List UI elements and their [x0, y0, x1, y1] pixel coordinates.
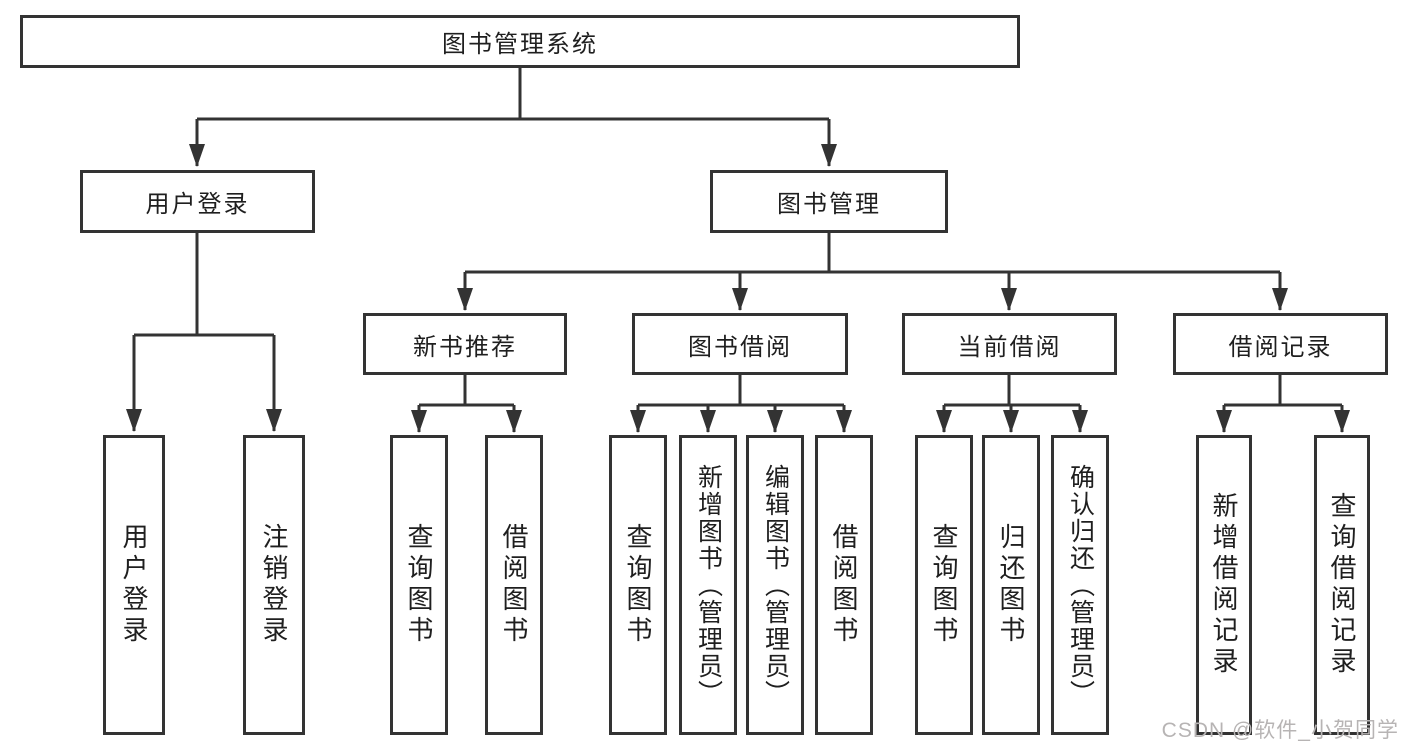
node-label: 新书推荐 [413, 333, 517, 361]
node-current-borrowing: 当前借阅 [902, 313, 1117, 375]
node-label: 用户登录 [145, 191, 250, 218]
node-label: 查询图书 [404, 523, 434, 647]
node-bb-borrow-books: 借阅图书 [815, 435, 873, 735]
node-label: 当前借阅 [957, 333, 1062, 361]
node-label: 图书管理 [777, 191, 881, 218]
node-bb-edit-books-admin: 编辑图书（管理员） [746, 435, 804, 735]
node-label: 归还图书 [996, 523, 1026, 647]
node-label: 查询图书 [929, 523, 959, 647]
node-label: 确认归还（管理员） [1066, 463, 1095, 707]
node-leaf-user-login: 用户登录 [103, 435, 165, 735]
node-br-add-record: 新增借阅记录 [1196, 435, 1252, 735]
node-leaf-logout: 注销登录 [243, 435, 305, 735]
node-bb-add-books-admin: 新增图书（管理员） [679, 435, 737, 735]
node-label: 图书借阅 [688, 333, 792, 361]
node-bb-query-books: 查询图书 [609, 435, 667, 735]
node-label: 用户登录 [119, 523, 149, 647]
node-label: 查询图书 [623, 523, 653, 647]
node-book-management: 图书管理 [710, 170, 948, 233]
node-label: 新增图书（管理员） [694, 463, 723, 707]
node-cb-confirm-return-admin: 确认归还（管理员） [1051, 435, 1109, 735]
node-borrowing-records: 借阅记录 [1173, 313, 1388, 375]
node-label: 查询借阅记录 [1327, 492, 1357, 678]
node-user-login: 用户登录 [80, 170, 315, 233]
csdn-watermark: CSDN @软件_小贺同学 [1161, 719, 1399, 742]
node-label: 编辑图书（管理员） [761, 463, 790, 707]
node-book-borrowing: 图书借阅 [632, 313, 848, 375]
node-label: 图书管理系统 [442, 31, 598, 58]
node-rec-borrow-books: 借阅图书 [485, 435, 543, 735]
node-br-query-record: 查询借阅记录 [1314, 435, 1370, 735]
node-label: 借阅记录 [1228, 333, 1333, 361]
node-label: 借阅图书 [829, 523, 859, 647]
node-cb-query-books: 查询图书 [915, 435, 973, 735]
node-new-book-recommendation: 新书推荐 [363, 313, 567, 375]
node-label: 新增借阅记录 [1209, 492, 1239, 678]
node-library-management-system: 图书管理系统 [20, 15, 1020, 68]
node-cb-return-books: 归还图书 [982, 435, 1040, 735]
node-rec-query-books: 查询图书 [390, 435, 448, 735]
node-label: 注销登录 [259, 523, 289, 647]
node-label: 借阅图书 [499, 523, 529, 647]
